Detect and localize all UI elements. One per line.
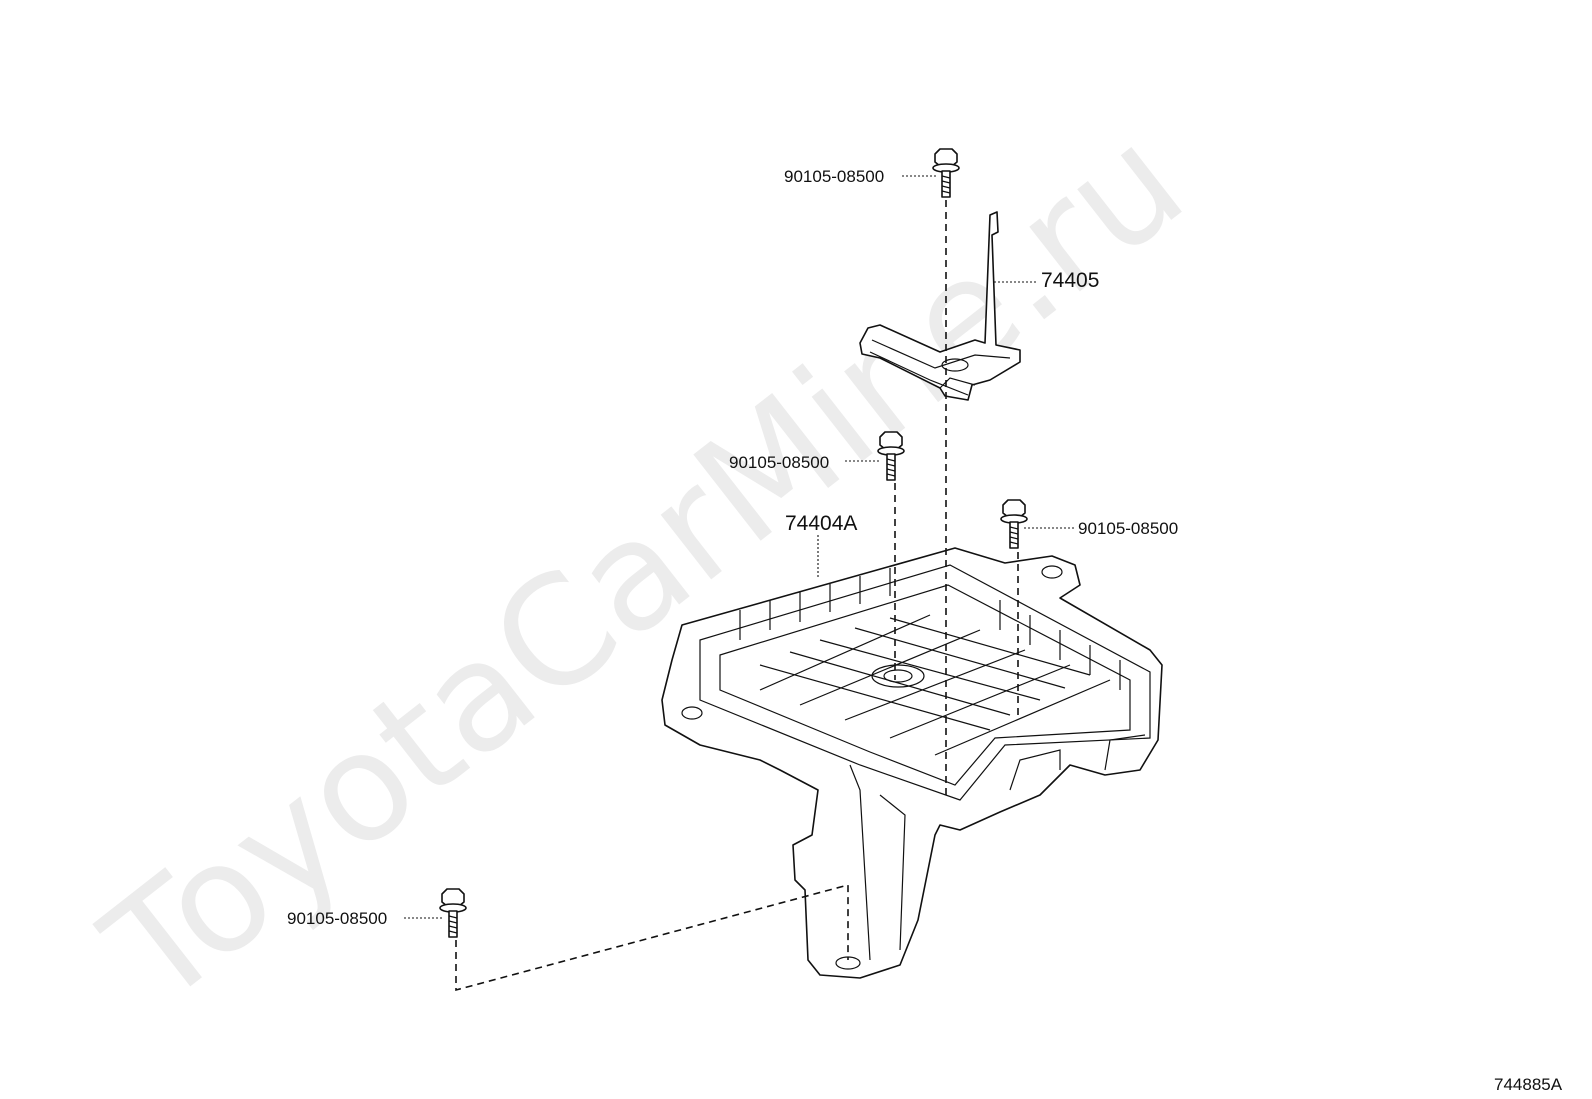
bolt-icon-top (932, 148, 960, 198)
battery-tray-74404a (661, 547, 1163, 979)
callout-tray: 74404A (785, 512, 857, 535)
diagram-code: 744885A (1494, 1075, 1563, 1094)
callout-clamp: 74405 (1041, 269, 1099, 292)
battery-clamp-74405 (859, 211, 1021, 401)
bolt-icon-mid-right (1000, 499, 1028, 549)
callout-bolt-mid-right: 90105-08500 (1078, 519, 1178, 538)
bolt-icon-mid-left (877, 431, 905, 481)
install-line-bottom (455, 883, 849, 992)
bolt-icon-bottom (439, 888, 467, 938)
callout-bolt-bottom: 90105-08500 (287, 909, 387, 928)
callout-bolt-top: 90105-08500 (784, 167, 884, 186)
callout-bolt-mid-left: 90105-08500 (729, 453, 829, 472)
